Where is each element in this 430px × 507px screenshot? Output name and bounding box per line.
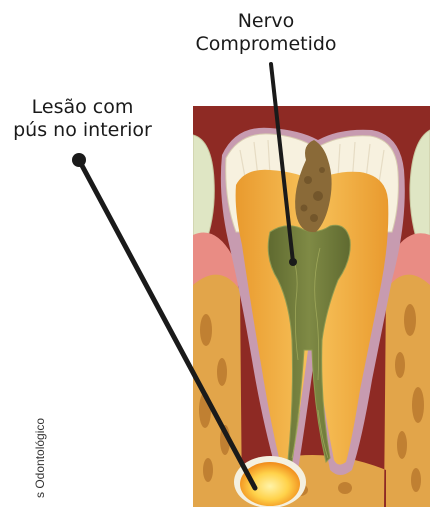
illustration-panel xyxy=(193,106,430,507)
abscess-lesion xyxy=(240,462,300,506)
lesao-pointer-dot xyxy=(72,153,86,167)
nervo-pointer-dot xyxy=(289,258,297,266)
